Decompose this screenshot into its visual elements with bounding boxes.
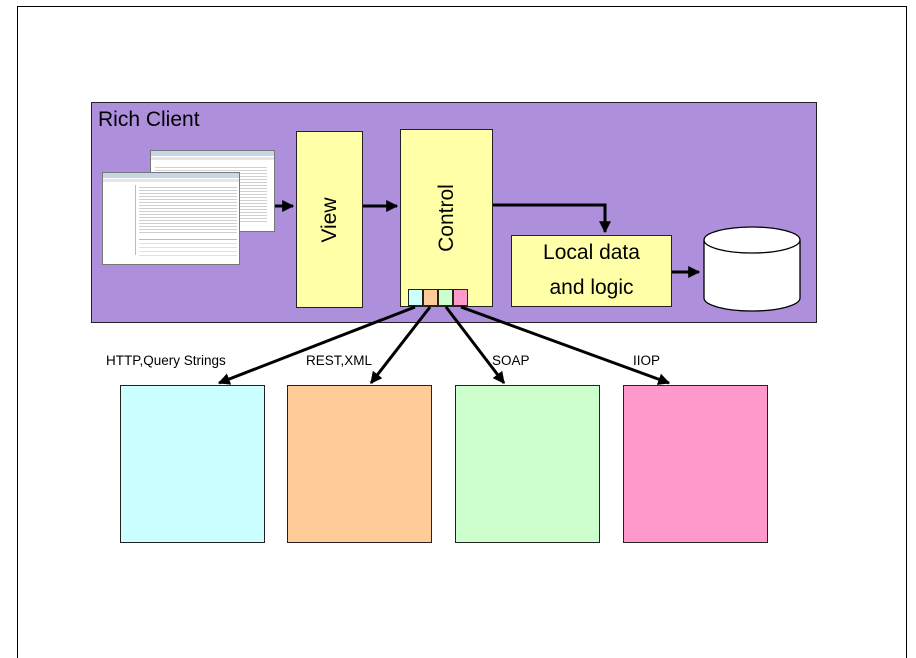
protocol-label-rest: REST,XML xyxy=(306,353,373,368)
port-soap xyxy=(438,289,453,306)
backend-box-http xyxy=(120,385,265,543)
port-iiop xyxy=(453,289,468,306)
backend-box-soap xyxy=(455,385,600,543)
backend-box-iiop xyxy=(623,385,768,543)
control-to-local-arrow xyxy=(493,203,611,234)
rest-arrow xyxy=(369,306,432,384)
protocol-label-soap: SOAP xyxy=(492,353,530,368)
protocol-label-http: HTTP,Query Strings xyxy=(106,353,226,368)
rich-client-title: Rich Client xyxy=(98,108,200,131)
control-box xyxy=(400,129,493,307)
local-data-label-line1: Local data xyxy=(543,241,640,264)
soap-arrow xyxy=(444,306,506,384)
port-http xyxy=(408,289,423,306)
http-arrow xyxy=(217,305,416,385)
local-data-label-line2: and logic xyxy=(549,276,634,299)
view-box xyxy=(296,131,363,308)
local-data-box xyxy=(511,235,672,307)
database-cylinder-icon xyxy=(703,226,801,312)
iiop-arrow xyxy=(460,305,671,385)
protocol-label-iiop: IIOP xyxy=(633,353,661,368)
backend-box-rest xyxy=(287,385,432,543)
port-rest xyxy=(423,289,438,306)
